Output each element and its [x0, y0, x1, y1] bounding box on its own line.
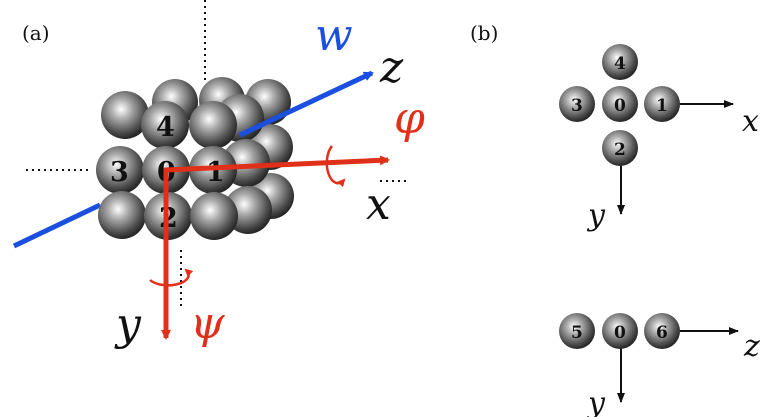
- panel-b-bottom-diagram: 5 0 6 z y: [559, 313, 760, 417]
- sphere-site-3: [559, 86, 595, 122]
- panel-b-label: (b): [470, 21, 498, 45]
- sphere-site-4: [141, 101, 189, 149]
- w-axis-line-lower: [12, 202, 102, 249]
- psi-rotation-arrow-icon: [149, 268, 194, 287]
- sphere-site-3: [96, 146, 144, 194]
- sphere-site-0: [602, 313, 638, 349]
- x-axis-label: x: [366, 179, 391, 230]
- site-label-3: 3: [571, 96, 583, 116]
- panel-a: (a): [12, 0, 425, 350]
- panel-b-top-diagram: 4 3 0 1 2 x y: [559, 44, 759, 233]
- sphere: [189, 101, 237, 149]
- sphere-site-5: [559, 313, 595, 349]
- sphere-site-2: [602, 130, 638, 166]
- sphere-site-0: [602, 86, 638, 122]
- y-axis-label: y: [586, 198, 606, 233]
- origin-corner: [163, 167, 169, 173]
- sphere-cluster: [96, 77, 294, 240]
- site-label-6: 6: [656, 323, 668, 343]
- site-label-3: 3: [110, 157, 129, 188]
- z-axis-label: z: [743, 329, 760, 364]
- sphere-site-1: [644, 86, 680, 122]
- sphere-site-6: [644, 313, 680, 349]
- sphere: [98, 191, 146, 239]
- w-axis-label: w: [315, 10, 353, 61]
- site-label-4: 4: [156, 112, 175, 143]
- panel-b: (b) 4 3 0 1 2 x y 5 0 6: [470, 21, 760, 417]
- phi-rotation-axis-arrow: [165, 155, 390, 173]
- site-label-0: 0: [614, 96, 626, 116]
- site-label-4: 4: [614, 54, 626, 74]
- site-label-2: 2: [614, 140, 626, 160]
- site-label-5: 5: [571, 323, 583, 343]
- sphere: [190, 192, 238, 240]
- psi-label: ψ: [190, 298, 225, 349]
- z-axis-label: z: [379, 42, 404, 93]
- phi-label: φ: [394, 93, 425, 144]
- w-axis-arrow: [238, 70, 374, 138]
- panel-a-label: (a): [22, 21, 50, 45]
- phi-rotation-arrow-icon: [325, 145, 346, 188]
- x-axis-label: x: [742, 104, 759, 139]
- site-label-1: 1: [656, 96, 668, 116]
- y-axis-label: y: [114, 299, 142, 350]
- site-label-1: 1: [206, 157, 225, 188]
- site-label-0: 0: [614, 323, 626, 343]
- y-axis-label: y: [586, 386, 606, 417]
- sphere: [101, 91, 149, 139]
- sphere-site-4: [602, 44, 638, 80]
